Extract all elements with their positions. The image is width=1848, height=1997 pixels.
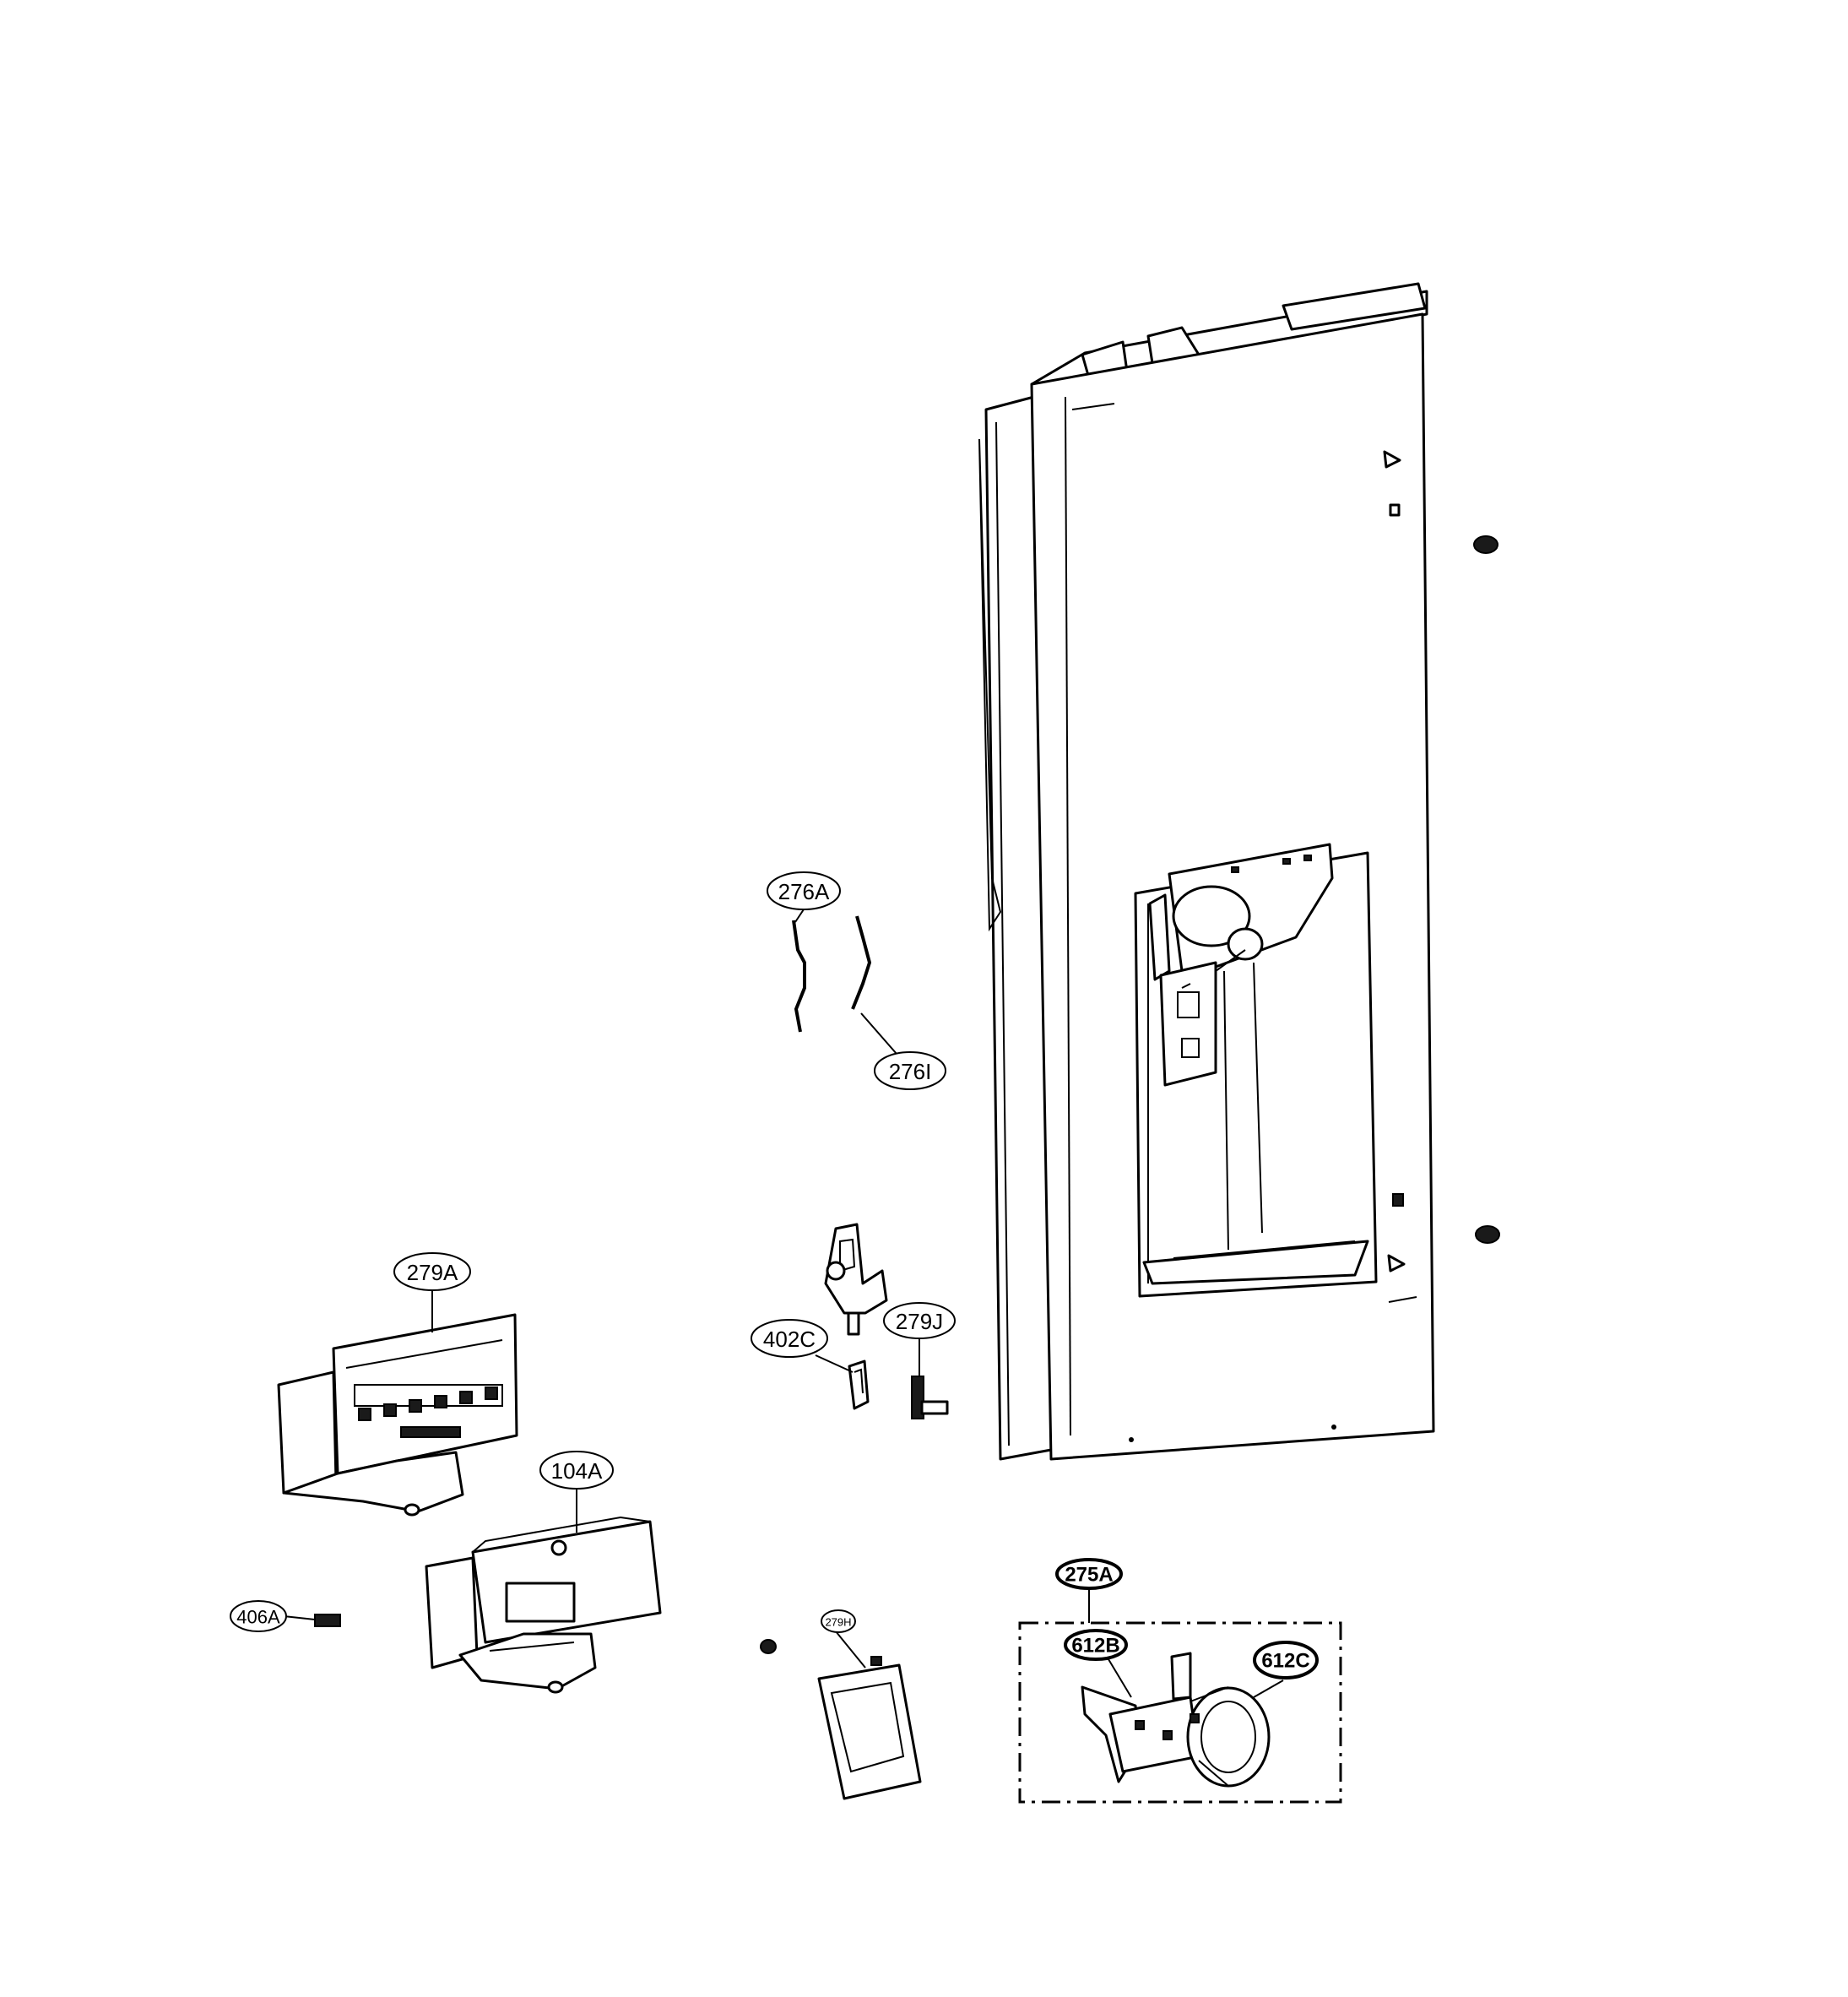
- callout-276A: 276A: [767, 871, 841, 910]
- callout-104A: 104A: [539, 1451, 614, 1490]
- callout-612C: 612C: [1253, 1641, 1319, 1680]
- callout-label-279J: 279J: [896, 1309, 943, 1334]
- callout-label-402C: 402C: [763, 1327, 816, 1352]
- dispenser-cover: [277, 1313, 518, 1517]
- hinge-bracket: [824, 1223, 949, 1419]
- callout-612B: 612B: [1064, 1629, 1128, 1661]
- door-assembly: [978, 282, 1500, 1461]
- spring-parts: [792, 915, 872, 1033]
- callout-275A: 275A: [1055, 1558, 1123, 1590]
- callout-279H: 279H: [821, 1609, 856, 1633]
- small-spring-part: [314, 1614, 341, 1627]
- callout-279J: 279J: [883, 1302, 956, 1339]
- callout-label-104A: 104A: [551, 1458, 603, 1484]
- callout-label-279A: 279A: [407, 1260, 458, 1285]
- leader-lines: [283, 909, 1284, 1698]
- ice-maker-assembly: [1018, 1621, 1342, 1804]
- callout-276I: 276I: [874, 1051, 946, 1090]
- callout-label-276I: 276I: [889, 1059, 932, 1084]
- callout-label-279H: 279H: [825, 1616, 851, 1629]
- callout-label-276A: 276A: [778, 879, 830, 904]
- callout-label-275A: 275A: [1065, 1564, 1113, 1587]
- dispenser-housing: [425, 1516, 662, 1694]
- callout-label-612C: 612C: [1261, 1650, 1309, 1673]
- small-screw-part: [760, 1639, 777, 1654]
- callout-label-406A: 406A: [236, 1607, 280, 1628]
- callout-279A: 279A: [393, 1252, 471, 1291]
- cover-part: [817, 1656, 922, 1800]
- callout-label-612B: 612B: [1071, 1635, 1119, 1658]
- callout-402C: 402C: [751, 1319, 828, 1358]
- callout-406A: 406A: [230, 1600, 287, 1632]
